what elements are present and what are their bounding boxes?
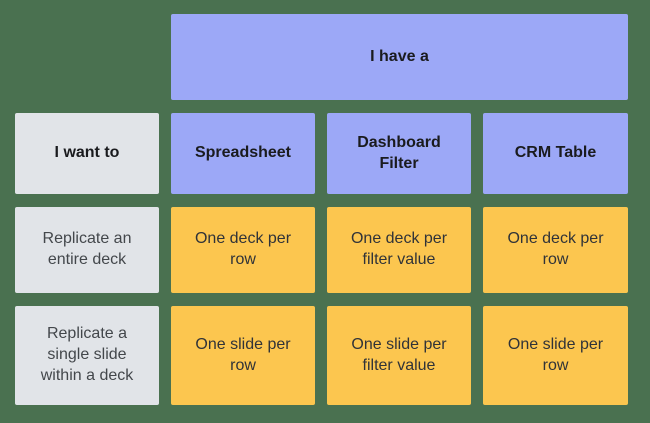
cell-dashboard-filter-single-slide: One slide per filter value: [327, 306, 471, 405]
i-have-a-header: I have a: [171, 14, 628, 100]
cell-dashboard-filter-entire-deck: One deck per filter value: [327, 207, 471, 293]
cell-spreadsheet-entire-deck: One deck per row: [171, 207, 315, 293]
i-want-to-header: I want to: [15, 113, 159, 194]
comparison-matrix: I have a I want to Spreadsheet Dashboard…: [15, 14, 628, 405]
cell-spreadsheet-single-slide: One slide per row: [171, 306, 315, 405]
column-header-spreadsheet: Spreadsheet: [171, 113, 315, 194]
cell-crm-table-entire-deck: One deck per row: [483, 207, 628, 293]
row-label-replicate-single-slide: Replicate a single slide within a deck: [15, 306, 159, 405]
row-label-replicate-entire-deck: Replicate an entire deck: [15, 207, 159, 293]
cell-crm-table-single-slide: One slide per row: [483, 306, 628, 405]
column-header-dashboard-filter: Dashboard Filter: [327, 113, 471, 194]
column-header-crm-table: CRM Table: [483, 113, 628, 194]
